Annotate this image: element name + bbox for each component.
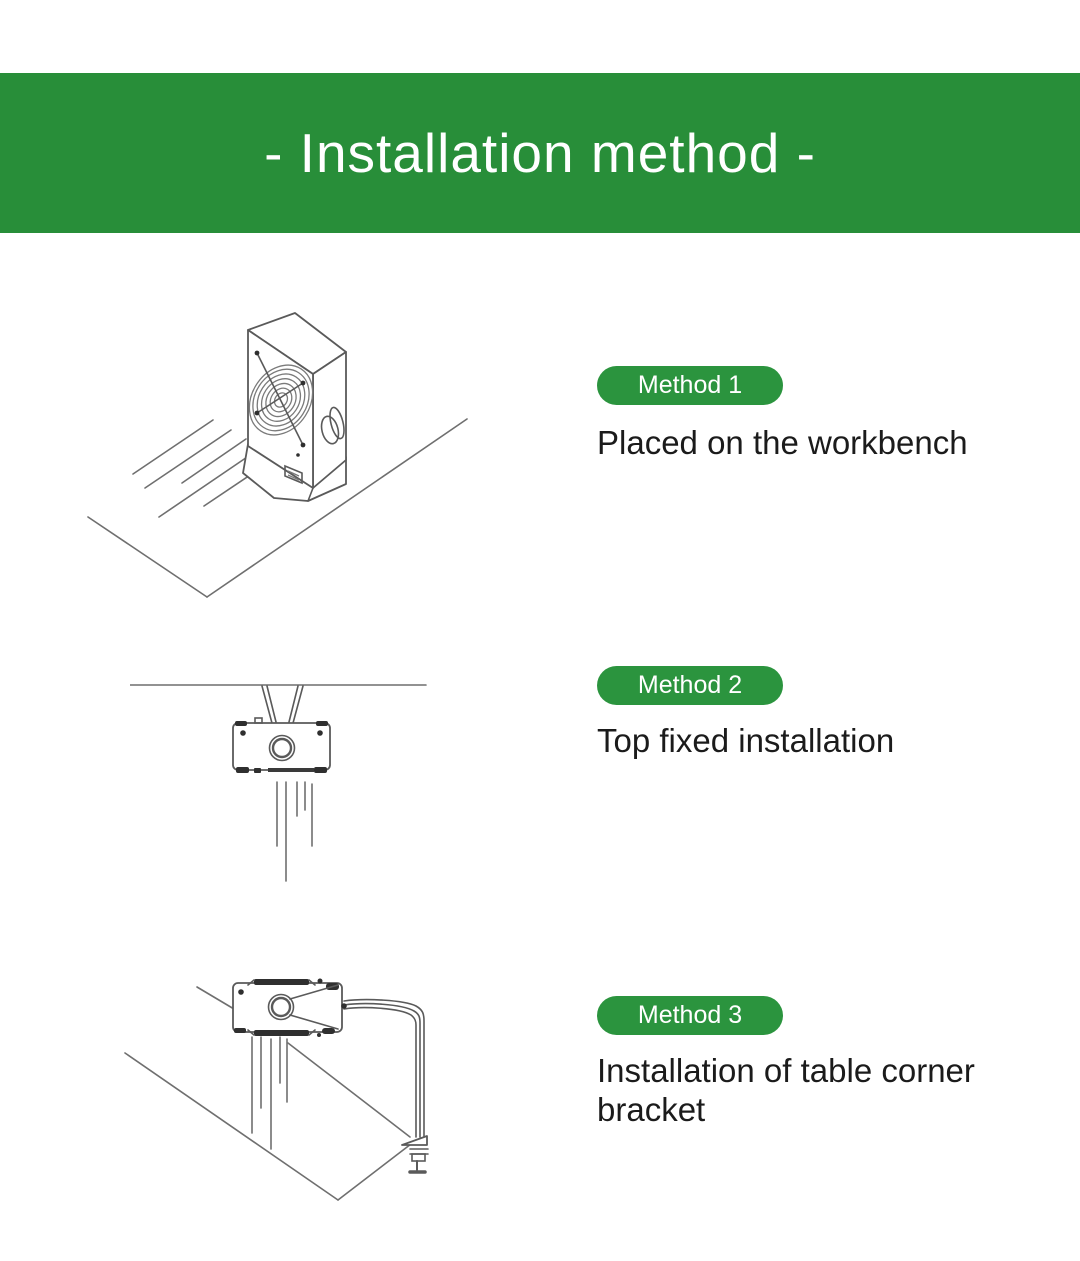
fan-device-on-table-icon [87,312,468,598]
side-knob-icon [320,406,345,445]
clamp-arm [343,998,425,1138]
table-clamp [401,1135,429,1174]
corner-bracket-illustration [120,975,510,1210]
method-1-badge-label: Method 1 [637,371,743,399]
device-details [234,978,339,1037]
device-body [232,722,331,771]
device-details [235,717,328,773]
fan-guard-cross [254,350,306,457]
method-2-description: Top fixed installation [597,722,895,759]
method-3-badge-label: Method 3 [637,1001,743,1029]
pivot-bracket [267,984,347,1030]
table-corner-clamp-device-icon [124,978,429,1201]
method-1-badge: Method 1 [597,366,783,405]
ceiling-mount-device-icon [130,684,427,882]
page-title: - Installation method - [264,122,816,184]
method-3-badge: Method 3 [597,996,783,1035]
method-2-badge-label: Method 2 [637,671,743,699]
device-front-face [247,329,314,489]
method-1-description: Placed on the workbench [597,424,968,461]
label-plate [284,464,303,485]
header-banner: - Installation method - [0,73,1080,233]
method-3-description: Installation of table corner bracket [597,1052,975,1128]
table-edge-left [87,516,208,598]
method-2-badge: Method 2 [597,666,783,705]
pivot-knob [268,734,296,762]
airflow-lines [251,1036,288,1150]
workbench-illustration [85,302,500,602]
top-fixed-illustration [130,678,430,888]
table-edge-right [206,418,468,598]
airflow-lines [276,781,313,882]
fan-grille-icon [248,364,314,436]
table-corner-lines [124,986,412,1201]
